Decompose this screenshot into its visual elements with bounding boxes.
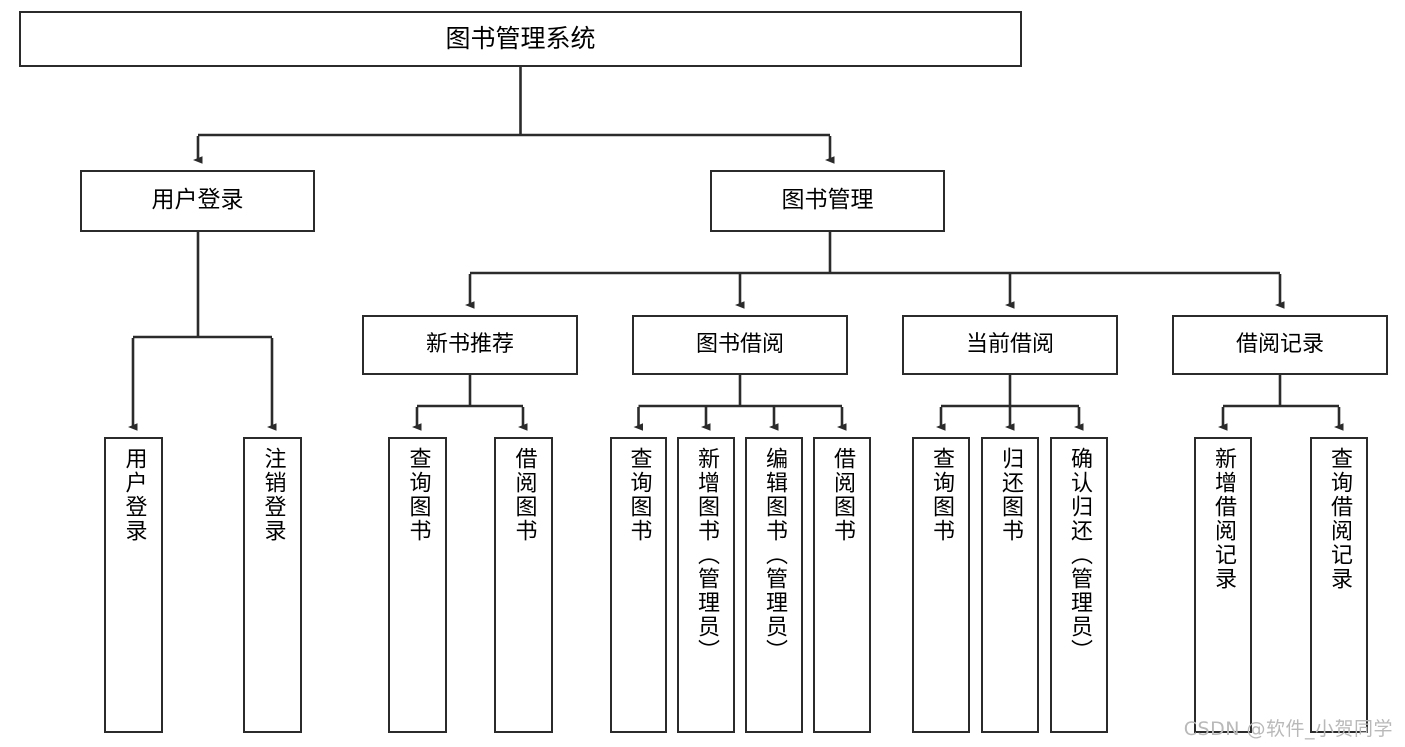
csdn-watermark: CSDN @软件_小贺同学 xyxy=(1183,718,1393,740)
node-book-manage[interactable]: 图书管理 xyxy=(710,170,945,232)
node-leaf-add-record-label: 新增借阅记录 xyxy=(1211,447,1236,591)
node-user-login[interactable]: 用户登录 xyxy=(80,170,315,232)
node-leaf-borrow-book-2-label: 借阅图书 xyxy=(830,447,855,543)
node-leaf-logout[interactable]: 注销登录 xyxy=(243,437,302,733)
node-leaf-confirm-return[interactable]: 确认归还（管理员） xyxy=(1050,437,1108,733)
node-current-borrow-label: 当前借阅 xyxy=(965,332,1054,358)
node-leaf-query-record[interactable]: 查询借阅记录 xyxy=(1310,437,1368,733)
node-leaf-add-book[interactable]: 新增图书（管理员） xyxy=(677,437,735,733)
node-leaf-query-book-2[interactable]: 查询图书 xyxy=(610,437,667,733)
node-book-borrow-label: 图书借阅 xyxy=(695,332,784,358)
node-new-book-recommend[interactable]: 新书推荐 xyxy=(362,315,578,375)
node-leaf-return-book[interactable]: 归还图书 xyxy=(981,437,1039,733)
node-leaf-return-book-label: 归还图书 xyxy=(998,447,1023,543)
node-leaf-borrow-book-1[interactable]: 借阅图书 xyxy=(494,437,553,733)
node-leaf-borrow-book-2[interactable]: 借阅图书 xyxy=(813,437,871,733)
node-leaf-edit-book[interactable]: 编辑图书（管理员） xyxy=(745,437,803,733)
node-book-manage-label: 图书管理 xyxy=(781,187,874,214)
node-leaf-borrow-book-1-label: 借阅图书 xyxy=(511,447,537,543)
node-book-borrow[interactable]: 图书借阅 xyxy=(632,315,848,375)
node-leaf-user-login[interactable]: 用户登录 xyxy=(104,437,163,733)
node-leaf-add-book-label: 新增图书（管理员） xyxy=(694,447,719,663)
node-leaf-add-record[interactable]: 新增借阅记录 xyxy=(1194,437,1252,733)
node-leaf-query-book-1-label: 查询图书 xyxy=(405,447,431,543)
node-leaf-user-login-label: 用户登录 xyxy=(121,447,147,543)
node-leaf-query-book-2-label: 查询图书 xyxy=(626,447,652,543)
node-leaf-confirm-return-label: 确认归还（管理员） xyxy=(1067,447,1092,663)
node-leaf-edit-book-label: 编辑图书（管理员） xyxy=(762,447,787,663)
node-borrow-record-label: 借阅记录 xyxy=(1235,332,1324,358)
node-current-borrow[interactable]: 当前借阅 xyxy=(902,315,1118,375)
node-new-book-recommend-label: 新书推荐 xyxy=(425,332,514,358)
node-leaf-query-book-3-label: 查询图书 xyxy=(929,447,954,543)
node-root-label: 图书管理系统 xyxy=(445,24,596,54)
node-root[interactable]: 图书管理系统 xyxy=(19,11,1022,67)
node-borrow-record[interactable]: 借阅记录 xyxy=(1172,315,1388,375)
node-leaf-query-book-1[interactable]: 查询图书 xyxy=(388,437,447,733)
node-leaf-logout-label: 注销登录 xyxy=(260,447,286,543)
node-user-login-label: 用户登录 xyxy=(151,187,244,214)
node-leaf-query-record-label: 查询借阅记录 xyxy=(1327,447,1352,591)
node-leaf-query-book-3[interactable]: 查询图书 xyxy=(912,437,970,733)
